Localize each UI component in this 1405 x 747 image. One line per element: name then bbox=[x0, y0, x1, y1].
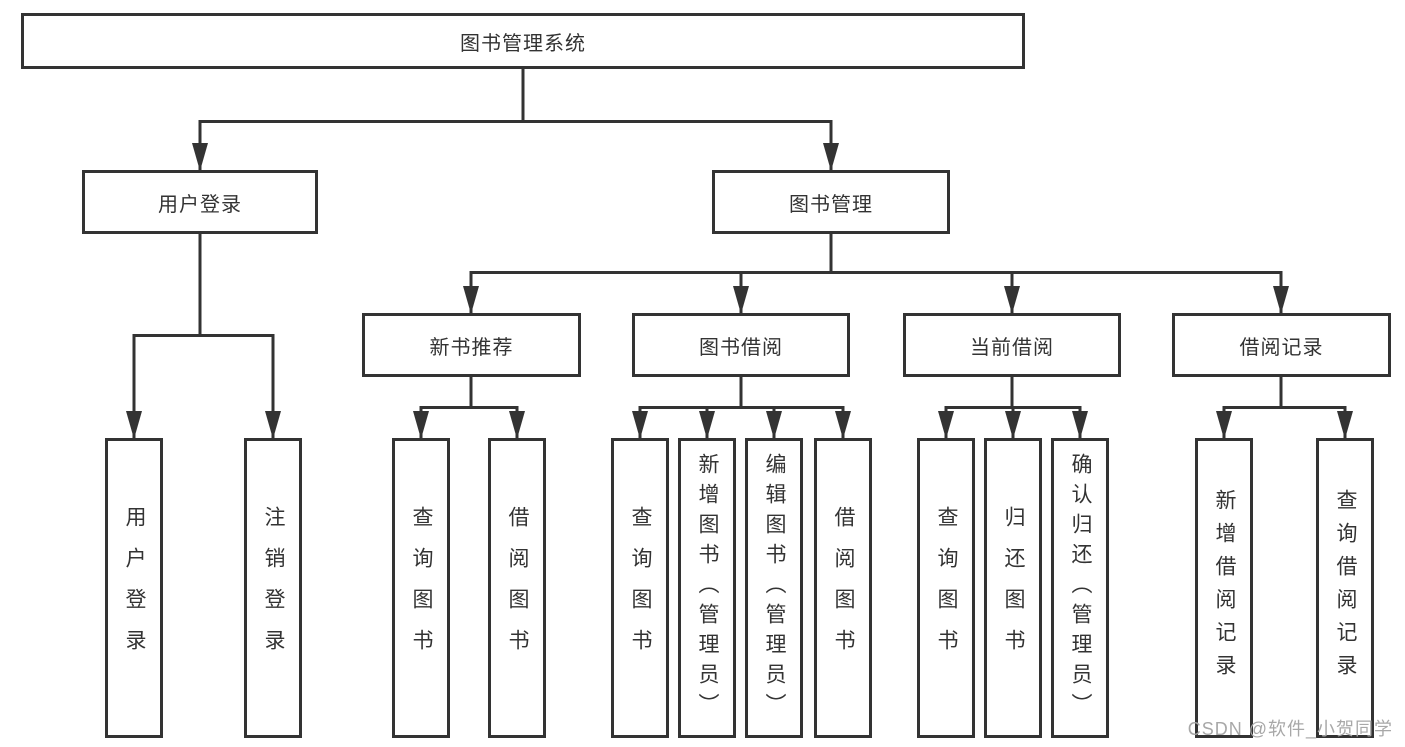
connectors-root-to-level2 bbox=[192, 69, 839, 171]
leaf-cb-query-books-label: 查询图书 bbox=[935, 506, 958, 670]
node-user-login: 用户登录 bbox=[82, 170, 318, 234]
connectors-borrow-records-children bbox=[1216, 377, 1353, 439]
leaf-logout-label: 注销登录 bbox=[262, 506, 285, 670]
leaf-user-login: 用户登录 bbox=[105, 438, 163, 738]
node-new-book-recommend: 新书推荐 bbox=[362, 313, 581, 377]
leaf-nbr-query-books-label: 查询图书 bbox=[410, 506, 433, 670]
leaf-br-query-record: 查询借阅记录 bbox=[1316, 438, 1374, 738]
leaf-nbr-borrow-books: 借阅图书 bbox=[488, 438, 546, 738]
csdn-watermark: CSDN @软件_小贺同学 bbox=[1187, 719, 1393, 739]
node-current-borrow: 当前借阅 bbox=[903, 313, 1121, 377]
connectors-book-borrow-children bbox=[632, 377, 851, 439]
leaf-logout: 注销登录 bbox=[244, 438, 302, 738]
leaf-user-login-label: 用户登录 bbox=[123, 506, 146, 670]
connectors-current-borrow-children bbox=[938, 377, 1088, 439]
node-book-management: 图书管理 bbox=[712, 170, 950, 234]
leaf-bb-query-books-label: 查询图书 bbox=[629, 506, 652, 670]
leaf-cb-return-books-label: 归还图书 bbox=[1002, 506, 1025, 670]
leaf-cb-confirm-return-admin-label: 确认归还（管理员） bbox=[1069, 453, 1092, 723]
leaf-bb-edit-books-admin: 编辑图书（管理员） bbox=[745, 438, 803, 738]
leaf-bb-edit-books-admin-label: 编辑图书（管理员） bbox=[763, 453, 786, 723]
leaf-cb-query-books: 查询图书 bbox=[917, 438, 975, 738]
leaf-cb-confirm-return-admin: 确认归还（管理员） bbox=[1051, 438, 1109, 738]
leaf-nbr-query-books: 查询图书 bbox=[392, 438, 450, 738]
node-borrow-records: 借阅记录 bbox=[1172, 313, 1391, 377]
node-book-borrow: 图书借阅 bbox=[632, 313, 850, 377]
leaf-bb-add-books-admin: 新增图书（管理员） bbox=[678, 438, 736, 738]
leaf-br-add-record-label: 新增借阅记录 bbox=[1213, 489, 1236, 687]
node-root: 图书管理系统 bbox=[21, 13, 1025, 69]
connectors-user-login-children bbox=[126, 234, 281, 439]
leaf-nbr-borrow-books-label: 借阅图书 bbox=[506, 506, 529, 670]
connectors-book-management-children bbox=[463, 234, 1289, 314]
leaf-cb-return-books: 归还图书 bbox=[984, 438, 1042, 738]
leaf-br-add-record: 新增借阅记录 bbox=[1195, 438, 1253, 738]
leaf-bb-add-books-admin-label: 新增图书（管理员） bbox=[696, 453, 719, 723]
leaf-bb-query-books: 查询图书 bbox=[611, 438, 669, 738]
leaf-br-query-record-label: 查询借阅记录 bbox=[1334, 489, 1357, 687]
leaf-bb-borrow-books: 借阅图书 bbox=[814, 438, 872, 738]
leaf-bb-borrow-books-label: 借阅图书 bbox=[832, 506, 855, 670]
connectors-new-book-children bbox=[413, 377, 525, 439]
